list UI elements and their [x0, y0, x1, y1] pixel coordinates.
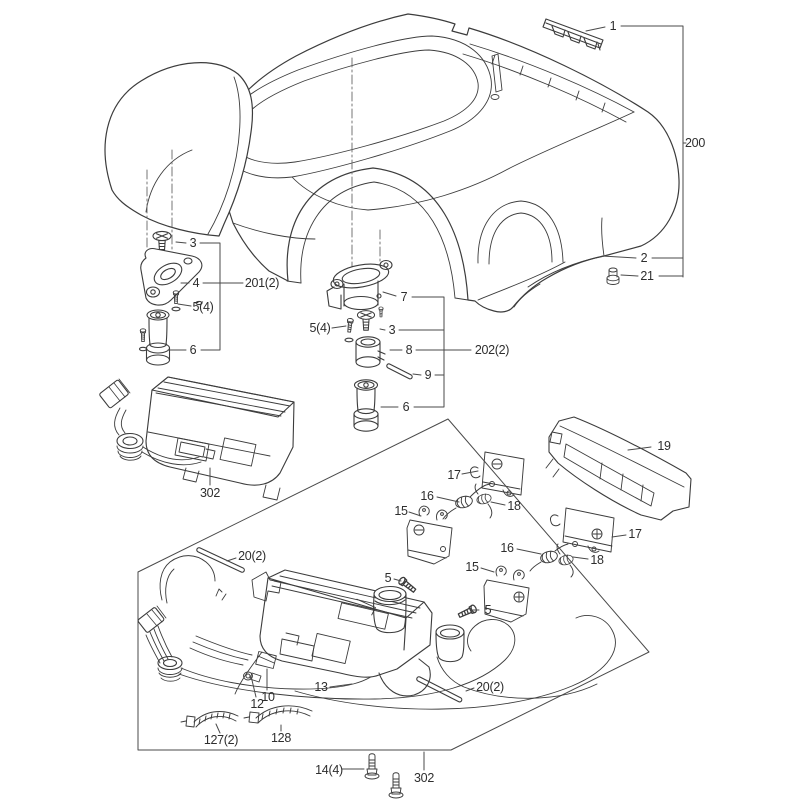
bushing-part-8: [355, 336, 386, 368]
latch-bracket-part-15-lower: [483, 565, 530, 623]
roller-part-6-middle: [353, 379, 379, 432]
wiring-assembly-302-lower: [137, 547, 616, 728]
screws-part-14: [364, 753, 404, 799]
pin-part-20-lower: [416, 676, 463, 703]
latch-plate-part-17-upper: [470, 451, 525, 497]
control-module-302-upper: [99, 376, 295, 501]
canister-left: [373, 585, 407, 634]
canister-right: [435, 624, 465, 663]
pin-part-9: [386, 363, 413, 380]
latch-clip-set-upper: [406, 451, 525, 565]
latch-plate-part-17-lower: [550, 507, 615, 553]
cable-loops: [159, 555, 616, 710]
wire-harness-upper: [99, 378, 202, 466]
wire-harness-lower: [137, 605, 183, 682]
latch-bracket-part-15-upper: [406, 505, 453, 565]
body-cover-front-flap: [104, 62, 254, 237]
screws-part-5-left: [171, 290, 203, 312]
comb-strip-part-1: [542, 18, 604, 51]
spring-part-18-upper: [475, 492, 493, 506]
assembly-boundary-outline: [137, 418, 650, 751]
pivot-mount-assembly-left-201: [138, 149, 203, 366]
cable-strap-part-128: [243, 705, 313, 724]
pin-part-20-upper: [196, 547, 245, 573]
main-housing-part-13: [251, 569, 433, 697]
screws-part-5-middle: [344, 306, 384, 343]
rear-guard-part-19: [545, 416, 692, 521]
grommet-part-12: [243, 671, 262, 683]
screw-part-3-middle: [356, 310, 376, 331]
plug-part-21: [606, 267, 620, 285]
pivot-mount-assembly-middle-202: [326, 57, 413, 432]
callout-leader-lines: [167, 25, 687, 771]
latch-clip-set-lower: [483, 507, 615, 623]
body-cover-part-200: [104, 13, 680, 313]
spring-part-16-lower: [538, 548, 560, 566]
clip-part-10: [255, 651, 277, 669]
roller-part-6-left: [138, 309, 171, 366]
screw-part-5-right: [456, 603, 479, 620]
pivot-housing-part-7: [326, 259, 393, 311]
pivot-bracket-part-4: [140, 248, 203, 306]
cable-strap-part-127: [180, 711, 239, 728]
